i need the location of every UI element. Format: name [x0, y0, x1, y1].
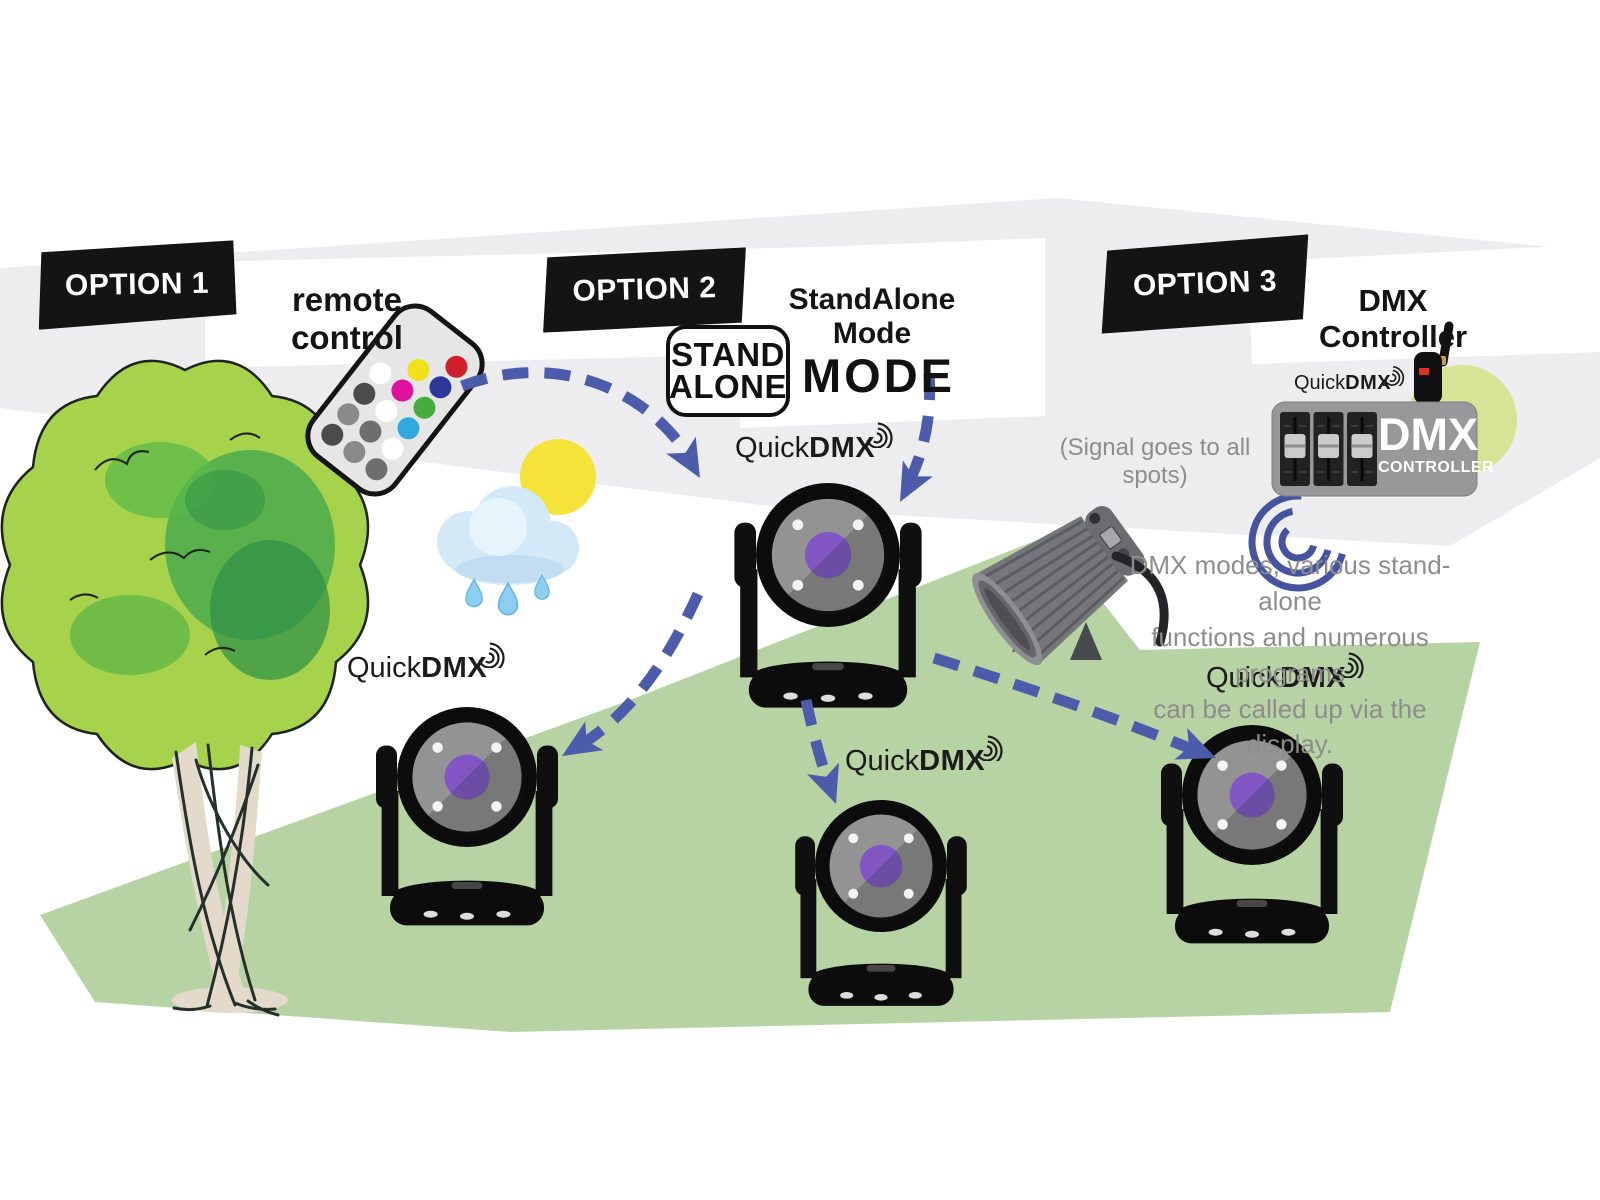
quickdmx-quick: Quick	[347, 652, 422, 684]
quickdmx-logo-left: QuickDMX	[347, 642, 505, 685]
stand-alone-line2: ALONE	[669, 368, 787, 405]
fader-bank[interactable]	[1280, 412, 1377, 486]
option-1-banner: OPTION 1	[37, 240, 236, 329]
quickdmx-signal-icon	[975, 735, 1003, 761]
signal-note: (Signal goes to all spots)	[1059, 434, 1251, 489]
dmx-info-line-3: can be called up via the display.	[1153, 693, 1427, 760]
stand-alone-line1: STAND	[671, 336, 785, 374]
mode-label: MODE	[802, 349, 955, 402]
canopy-squiggles	[69, 432, 261, 656]
stand-alone-badge: STAND ALONE	[666, 325, 790, 417]
option-2-title: StandAlone Mode	[788, 283, 956, 350]
remote-control-icon	[305, 303, 485, 497]
dmx-controller-graphic	[1271, 321, 1478, 497]
quickdmx-signal-icon	[865, 422, 893, 448]
controller-title: DMX	[1378, 409, 1478, 460]
quickdmx-logo-right: QuickDMX	[1206, 652, 1364, 695]
spotlight-center	[734, 483, 922, 708]
arrow-remote-to-spot	[460, 367, 697, 465]
quickdmx-quick: Quick	[845, 745, 920, 777]
quickdmx-logo-middle: QuickDMX	[845, 735, 1003, 778]
wireless-signal-icon	[1248, 492, 1348, 592]
dmx-info-line-1: DMX modes, various stand-alone	[1129, 550, 1451, 616]
arrow-heads	[562, 436, 1216, 804]
quickdmx-quick: Quick	[1206, 662, 1281, 694]
quickdmx-signal-icon	[1336, 652, 1364, 678]
product-photo-spotlight	[972, 506, 1169, 666]
weather-icon	[437, 439, 596, 616]
power-cable	[1111, 551, 1169, 647]
cloud-highlight	[469, 498, 527, 556]
quickdmx-signal-icon	[477, 642, 505, 668]
quickdmx-dmx: DMX	[1345, 372, 1392, 394]
option-3-banner: OPTION 3	[1098, 234, 1311, 333]
sun-icon	[520, 439, 596, 515]
white-band-dmx	[1248, 244, 1600, 364]
wireless-transmitter	[1414, 352, 1442, 404]
quickdmx-dmx: DMX	[421, 652, 488, 684]
quickdmx-logo-center: QuickDMX	[735, 422, 893, 465]
dmx-info-line-2: functions and numerous programs	[1151, 621, 1429, 688]
option-1-banner-label: OPTION 1	[64, 266, 210, 303]
canopy-shade	[70, 595, 190, 675]
quickdmx-dmx: DMX	[809, 432, 876, 464]
white-band-standalone	[740, 238, 1045, 428]
option-1-title: remote control	[291, 281, 403, 356]
option-2-banner: OPTION 2	[541, 247, 748, 332]
quickdmx-quick: Quick	[1294, 372, 1346, 394]
canopy-shade	[185, 470, 265, 530]
tree-trunk	[172, 742, 288, 1017]
controller-subtitle: CONTROLLER	[1378, 459, 1495, 476]
dmx-info-text: DMX modes, various stand-alone functions…	[1110, 548, 1470, 763]
transmitter-led	[1419, 368, 1429, 375]
option-3-title: DMX Controller	[1318, 283, 1468, 354]
option-3-banner-label: OPTION 3	[1132, 264, 1278, 303]
arrow-spot-to-left	[573, 591, 704, 753]
quickdmx-quick: Quick	[735, 432, 810, 464]
option-2-banner-label: OPTION 2	[572, 271, 717, 308]
quickdmx-dmx: DMX	[919, 745, 986, 777]
quickdmx-logo-controller: QuickDMX	[1294, 365, 1405, 395]
cloud-shade	[456, 555, 564, 583]
rain-drops-icon	[465, 573, 550, 616]
quickdmx-signal-icon	[1383, 365, 1405, 386]
tree-illustration	[0, 359, 370, 1017]
quickdmx-dmx: DMX	[1280, 662, 1347, 694]
canopy-shade	[210, 540, 330, 680]
arrow-spot-to-right	[932, 652, 1207, 760]
